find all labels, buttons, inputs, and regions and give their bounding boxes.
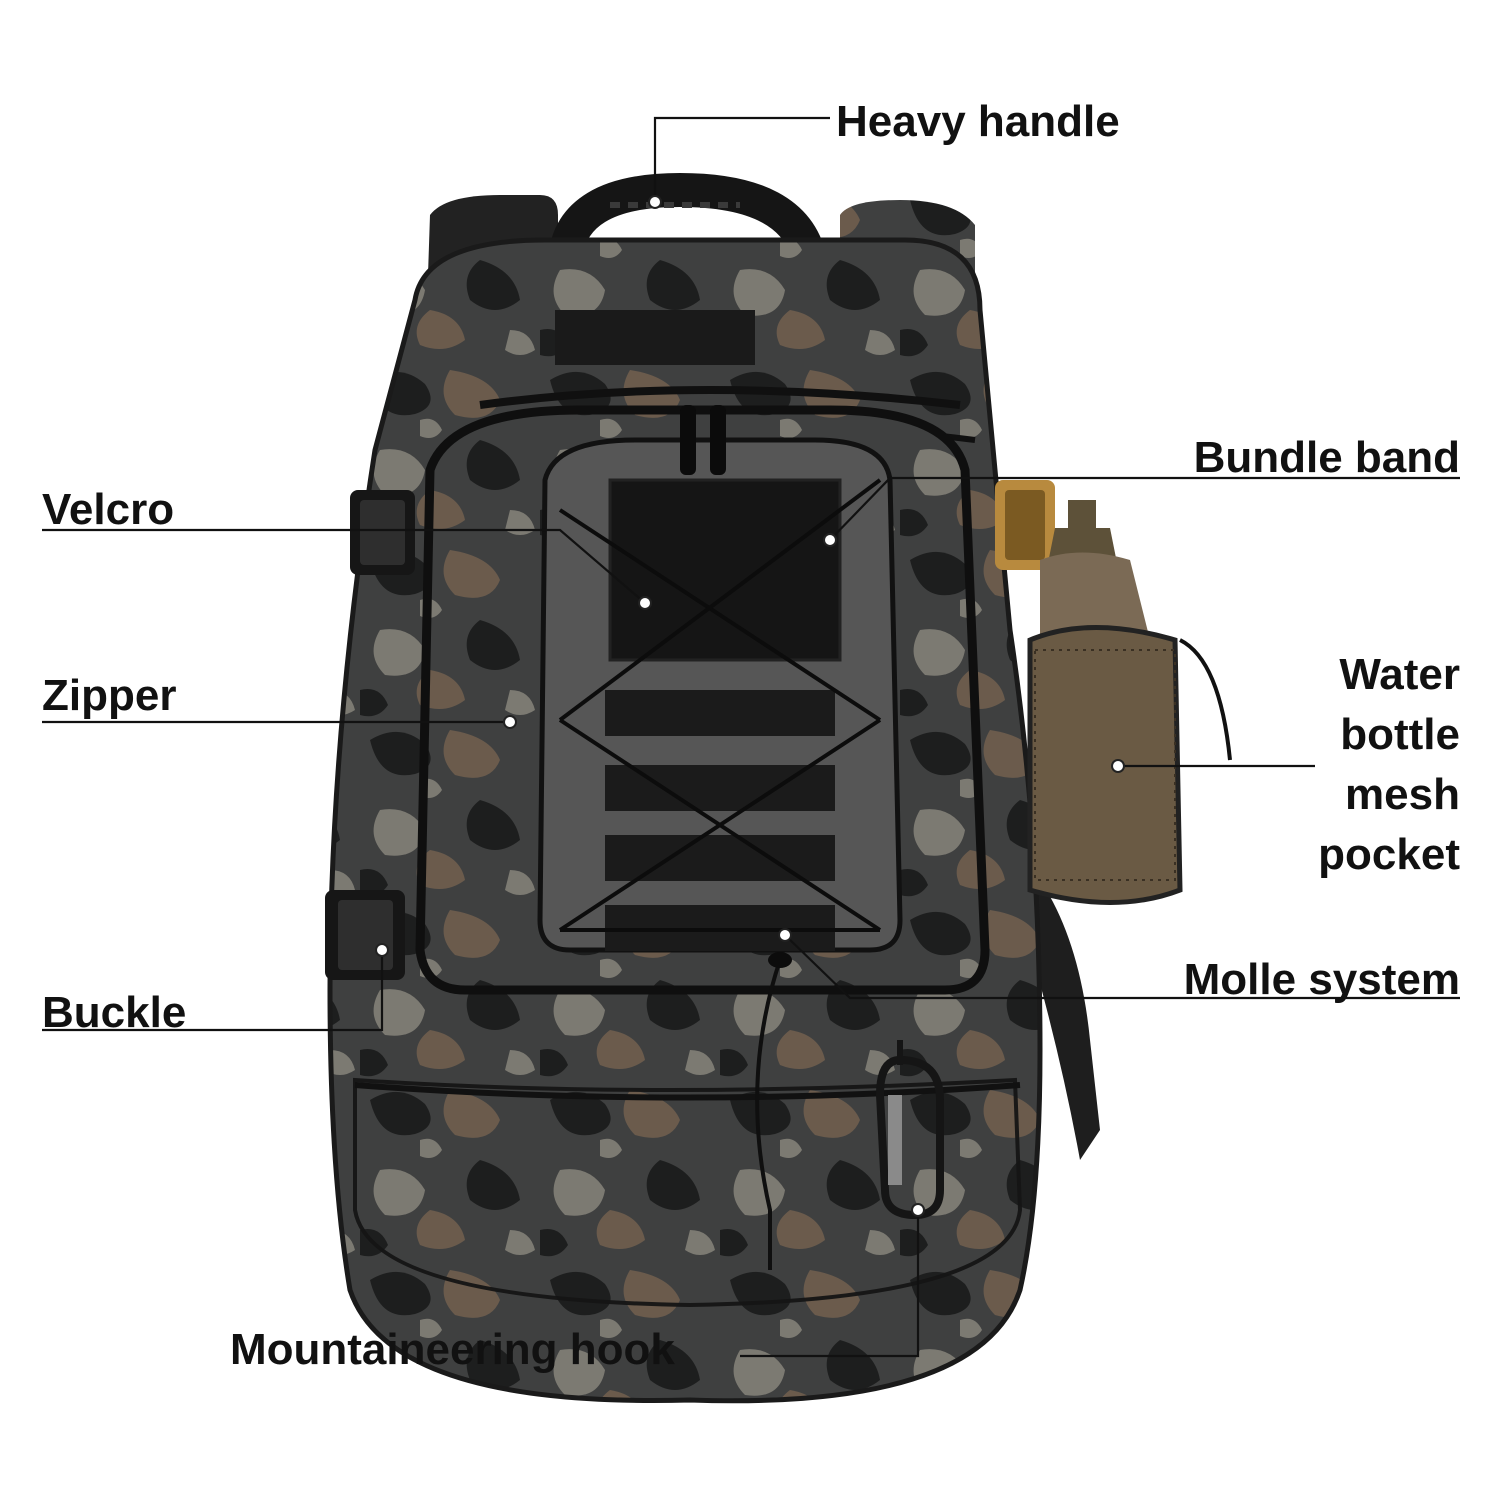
- label-buckle: Buckle: [42, 988, 187, 1037]
- leader-lines: [42, 116, 1460, 1358]
- leader-bundle-band: [829, 476, 1460, 541]
- leader-molle-system: [784, 934, 1460, 1000]
- leader-heavy-handle: [653, 116, 830, 202]
- leader-velcro: [42, 528, 646, 604]
- heavy-handle: [548, 172, 827, 277]
- dot-mountaineering-hook: [911, 1203, 925, 1217]
- label-molle-system: Molle system: [1183, 955, 1460, 1004]
- water-bottle: [1027, 500, 1232, 905]
- front-pocket: [415, 405, 990, 995]
- dot-heavy-handle: [648, 195, 662, 209]
- label-mountaineering-hook: Mountaineering hook: [230, 1325, 675, 1374]
- callout-dots: [375, 195, 1125, 1217]
- leader-buckle: [42, 950, 384, 1032]
- dot-water-bottle: [1111, 759, 1125, 773]
- dot-velcro: [638, 596, 652, 610]
- label-zipper: Zipper: [42, 671, 177, 720]
- leader-mountaineering-hook: [740, 1210, 920, 1358]
- dot-bundle-band: [823, 533, 837, 547]
- dot-zipper: [503, 715, 517, 729]
- dot-molle-system: [778, 928, 792, 942]
- dot-buckle: [375, 943, 389, 957]
- label-water-bottle-mesh-pocket: Water bottle mesh pocket: [1318, 650, 1460, 879]
- label-heavy-handle: Heavy handle: [836, 97, 1120, 146]
- drawcord: [755, 952, 792, 1270]
- label-bundle-band: Bundle band: [1193, 433, 1460, 482]
- label-velcro: Velcro: [42, 485, 175, 534]
- side-buckles: [325, 480, 1055, 980]
